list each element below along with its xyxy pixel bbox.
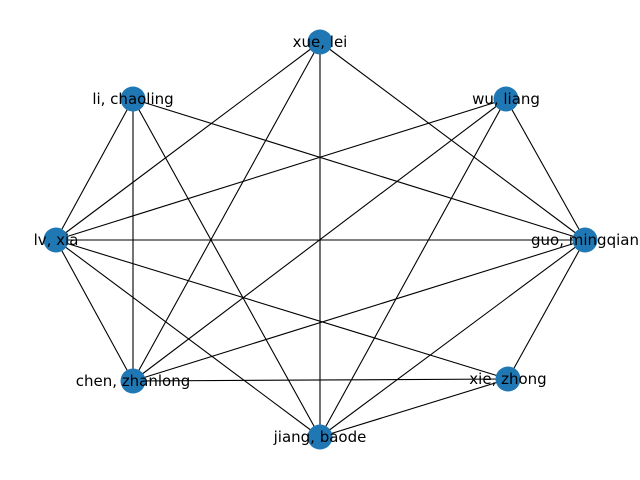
node-xue xyxy=(307,29,333,55)
node-lv xyxy=(43,227,69,253)
edge-xue-guo xyxy=(319,41,586,241)
node-li xyxy=(120,86,146,112)
node-jiang xyxy=(307,424,333,450)
node-label-guo: guo, mingqian xyxy=(531,231,639,249)
edge-guo-xie xyxy=(507,239,586,380)
node-chen xyxy=(120,368,146,394)
edge-guo-li xyxy=(132,98,586,241)
labels-layer: xue, lei wu, liang guo, mingqian xie, zhong… xyxy=(34,33,639,446)
edge-wu-lv xyxy=(55,98,507,241)
node-wu xyxy=(493,86,519,112)
edges-layer xyxy=(55,41,586,438)
edge-xie-chen xyxy=(132,378,509,382)
edge-wu-jiang xyxy=(319,98,507,438)
edge-wu-guo xyxy=(505,98,586,241)
node-label-wu: wu, liang xyxy=(472,90,540,108)
edge-jiang-lv xyxy=(55,239,321,438)
edge-guo-jiang xyxy=(319,239,586,438)
edge-xie-lv xyxy=(55,239,509,380)
edge-lv-li xyxy=(55,98,134,241)
edge-jiang-li xyxy=(132,98,321,438)
nodes-layer xyxy=(43,29,598,450)
node-label-chen: chen, zhanlong xyxy=(76,372,190,390)
node-label-xue: xue, lei xyxy=(293,33,348,51)
node-xie xyxy=(495,366,521,392)
node-label-jiang: jiang, baode xyxy=(273,428,367,446)
edge-chen-lv xyxy=(55,239,134,382)
node-label-lv: lv, xia xyxy=(34,231,79,249)
edge-guo-chen xyxy=(132,239,586,382)
node-label-li: li, chaoling xyxy=(92,90,173,108)
edge-xue-chen xyxy=(132,41,321,382)
edge-xue-lv xyxy=(55,41,321,241)
node-guo xyxy=(572,227,598,253)
node-label-xie: xie, zhong xyxy=(469,370,546,388)
edge-xie-jiang xyxy=(319,378,509,438)
